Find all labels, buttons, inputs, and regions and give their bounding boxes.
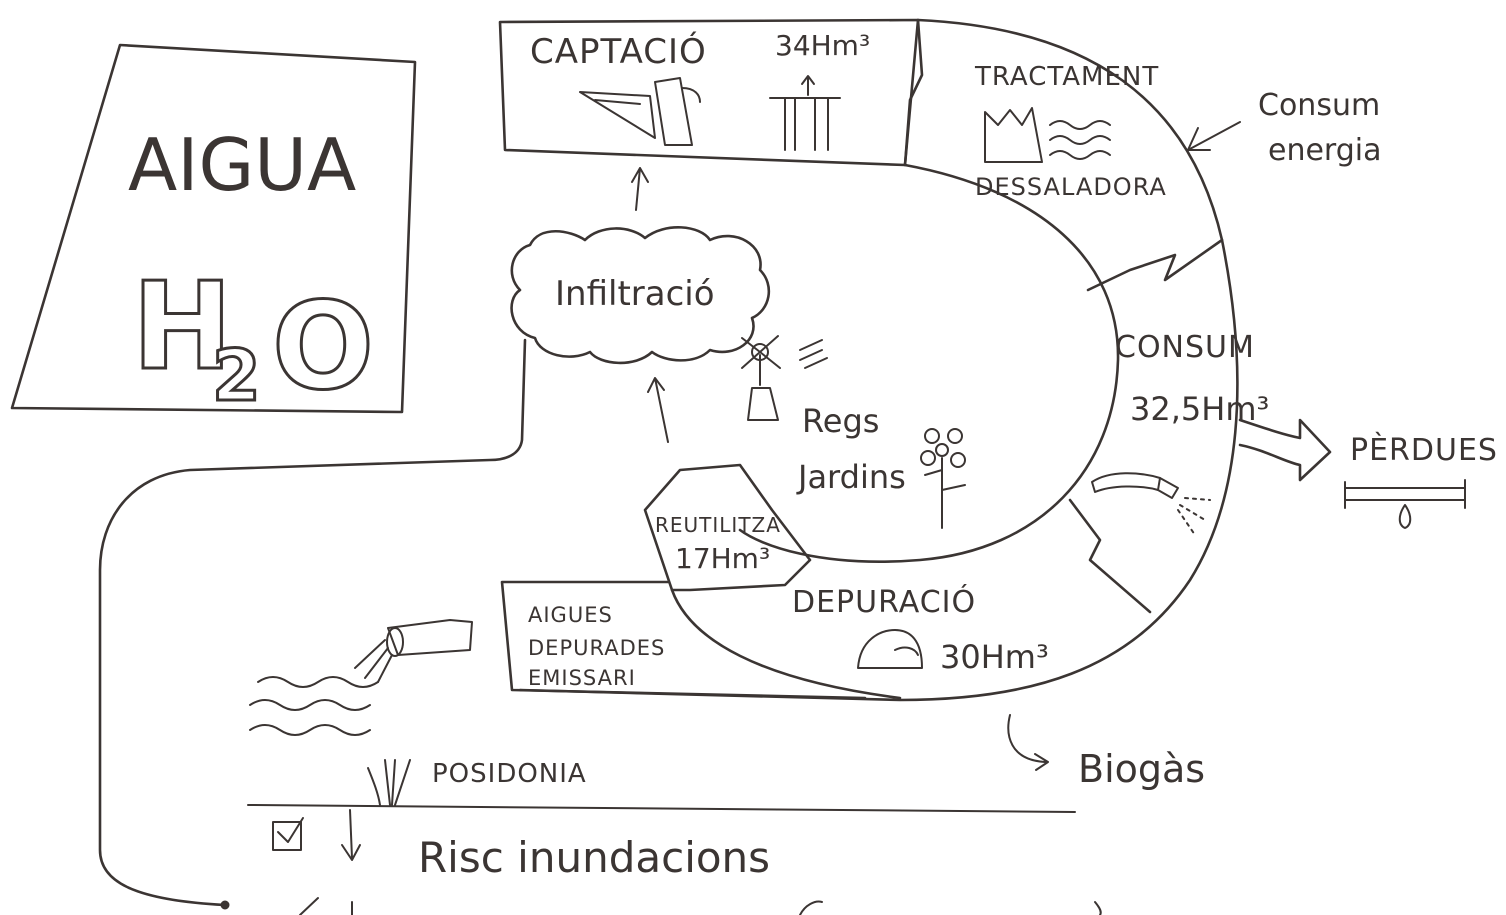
rain-icon: [799, 339, 828, 369]
aigues-line2: DEPURADES: [528, 636, 665, 660]
posidonia-note: POSIDONIA: [367, 759, 587, 806]
arrow-icon-biogas: [1007, 714, 1049, 771]
title-box: AIGUA H 2 O: [10, 43, 417, 419]
aigues-line3: EMISSARI: [528, 666, 636, 690]
factory-icon: [984, 107, 1043, 163]
dot-marker: [220, 900, 230, 910]
infiltracio-cloud: Infiltració: [510, 226, 771, 365]
consum-energia-note: Consum energia: [1187, 88, 1382, 168]
consum-energia-line1: Consum: [1258, 88, 1380, 123]
return-line: [98, 338, 527, 907]
posidonia-label: POSIDONIA: [432, 759, 587, 789]
depuracio-section: DEPURACIÓ 30Hm³: [792, 583, 1049, 676]
formula-2: 2: [212, 335, 261, 417]
risc-note: Risc inundacions: [247, 804, 1076, 882]
title-aigua: AIGUA: [128, 123, 356, 207]
formula-h: H: [132, 258, 232, 397]
dessaladora-label: DESSALADORA: [975, 173, 1167, 201]
aigues-section: AIGUES DEPURADES EMISSARI: [249, 580, 867, 736]
hose-icon: [1091, 472, 1211, 536]
arrow-down-icon: [341, 809, 361, 861]
reutilitza-label: REUTILITZA: [655, 513, 781, 537]
regs-label: Regs: [802, 402, 879, 440]
well-icon: [769, 75, 841, 151]
reutilitza-section: REUTILITZA 17Hm³: [643, 463, 812, 592]
reutilitza-value: 17Hm³: [675, 542, 770, 575]
arrow-icon: [1187, 121, 1241, 151]
checkbox-icon: [277, 817, 304, 843]
leaking-pipe-icon: [1344, 479, 1466, 529]
flower-icon: [920, 428, 966, 529]
dam-icon: [579, 77, 701, 146]
sea-waves-icon: [249, 676, 379, 736]
perdues-note: PÈRDUES: [1238, 418, 1498, 529]
captacio-label: CAPTACIÓ: [530, 31, 707, 72]
windmill-icon: [741, 335, 781, 421]
jardins-label: Jardins: [796, 458, 906, 496]
divider-consum-depuracio: [1068, 498, 1152, 614]
big-arrow-icon: [1238, 418, 1332, 482]
captacio-box: CAPTACIÓ 34Hm³: [498, 18, 924, 167]
waves-icon: [1049, 120, 1111, 160]
treatment-tank-icon: [857, 629, 923, 669]
divider-tractament-consum: [1086, 238, 1224, 292]
perdues-label: PÈRDUES: [1350, 432, 1498, 468]
captacio-value: 34Hm³: [775, 29, 870, 62]
consum-energia-line2: energia: [1268, 133, 1382, 168]
biogas-label: Biogàs: [1078, 747, 1205, 791]
depuracio-value: 30Hm³: [940, 638, 1049, 676]
arrow-up-icon-2: [647, 377, 669, 443]
consum-section: CONSUM 32,5Hm³: [1091, 330, 1269, 536]
formula-o: O: [272, 278, 374, 417]
arrow-up-icon: [631, 167, 649, 211]
biogas-note: Biogàs: [1007, 714, 1205, 791]
regs-jardins: Regs Jardins: [741, 335, 966, 529]
risc-label: Risc inundacions: [418, 833, 770, 882]
consum-label: CONSUM: [1115, 330, 1255, 365]
seagrass-icon: [367, 759, 411, 806]
infiltracio-label: Infiltració: [555, 274, 715, 314]
depuracio-label: DEPURACIÓ: [792, 583, 976, 620]
tractament-section: TRACTAMENT DESSALADORA: [974, 62, 1167, 201]
outfall-pipe-icon: [354, 619, 473, 683]
aigues-line1: AIGUES: [528, 603, 613, 627]
tractament-label: TRACTAMENT: [974, 62, 1159, 92]
